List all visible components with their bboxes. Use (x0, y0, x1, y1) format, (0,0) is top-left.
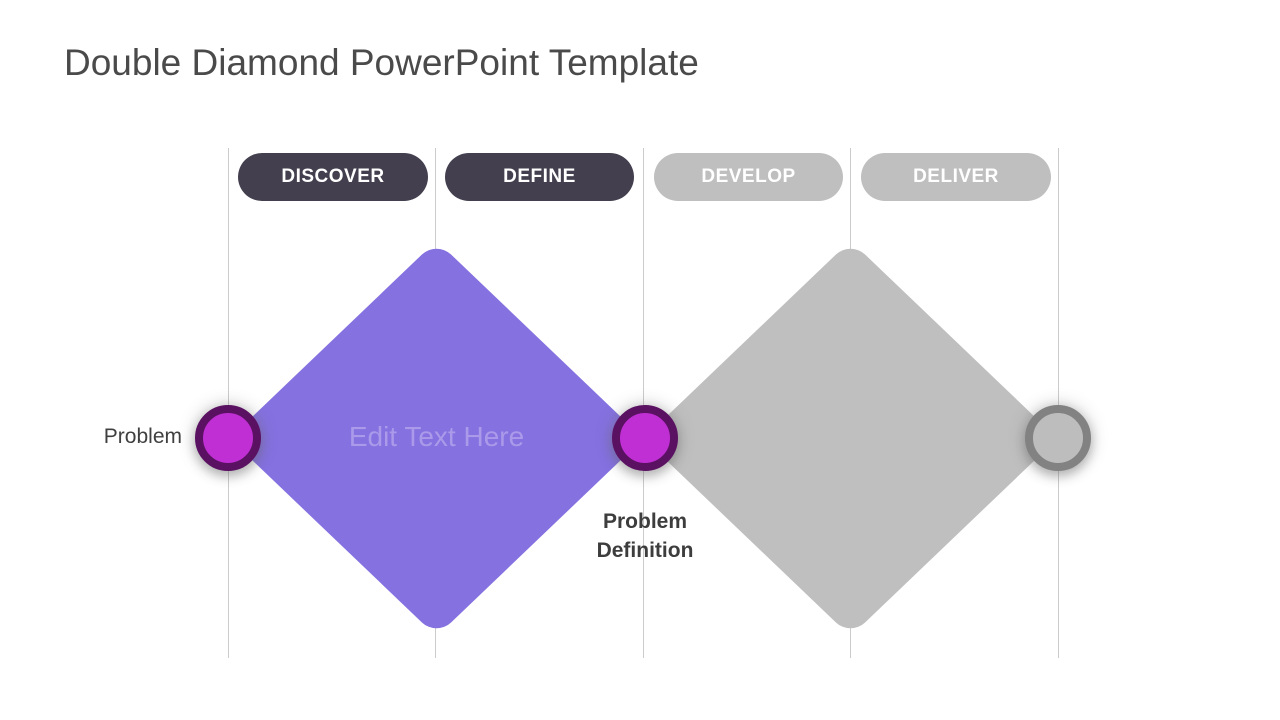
problem-definition-milestone-circle[interactable] (612, 405, 678, 471)
stage-divider-line-5 (1058, 148, 1059, 658)
slide-title: Double Diamond PowerPoint Template (64, 42, 699, 83)
problem-label: Problem (103, 425, 182, 448)
develop-deliver-diamond[interactable] (643, 240, 1058, 637)
problem-definition-label: Problem Definition (596, 510, 694, 562)
stage-pill-develop[interactable]: DEVELOP (654, 153, 843, 201)
edit-text-placeholder[interactable]: Edit Text Here (348, 421, 525, 452)
stage-divider-line-3 (643, 148, 644, 658)
stage-divider-line-1 (228, 148, 229, 658)
stage-pill-discover-label: DISCOVER (281, 166, 385, 187)
stage-pill-discover[interactable]: DISCOVER (238, 153, 428, 201)
solution-milestone-circle[interactable] (1025, 405, 1091, 471)
stage-pill-deliver-label: DELIVER (913, 166, 999, 187)
problem-milestone-circle[interactable] (195, 405, 261, 471)
stage-pill-develop-label: DEVELOP (701, 166, 796, 187)
stage-pill-define-label: DEFINE (503, 166, 576, 187)
stage-pill-deliver[interactable]: DELIVER (861, 153, 1051, 201)
stage-pill-define[interactable]: DEFINE (445, 153, 634, 201)
